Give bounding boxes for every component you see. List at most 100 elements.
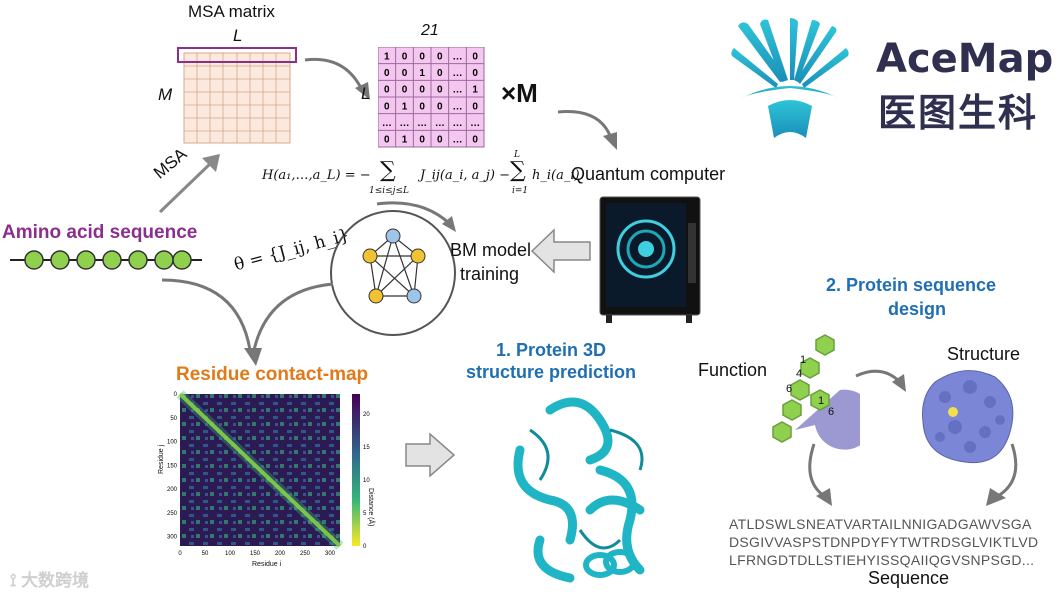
arrow-function-to-structure [852,362,912,398]
onehot-cell: … [453,118,463,129]
onehot-cell: 1 [402,101,408,112]
amino-acid-chain [10,248,205,272]
acemap-logo-icon [728,18,853,143]
arrow-to-contact-map [158,270,358,370]
bm-label-line2: training [460,264,519,285]
onehot-cell: 0 [384,135,390,146]
onehot-cell: … [453,68,463,79]
sequence-line-3: LFRNGDTDLLSTIEHYISSQAIIQGVSNPSGD... [729,551,1034,569]
onehot-cell: 1 [419,68,425,79]
onehot-cell: 0 [437,135,443,146]
amino-acid-label: Amino acid sequence [2,222,197,244]
onehot-cell: 0 [419,135,425,146]
contact-map-ytick: 150 [167,463,178,469]
onehot-cell: 0 [419,85,425,96]
onehot-cell: … [453,135,463,146]
onehot-cell: … [435,118,445,129]
onehot-cell: … [453,85,463,96]
onehot-cell: 1 [472,85,478,96]
contact-map-ytick: 50 [170,416,177,422]
contact-map-cbar-tick: 10 [363,478,370,484]
formula-term1: J_ij(a_i, a_j) − [420,168,510,183]
arrow-contact-to-structure [404,432,456,478]
onehot-cell: … [400,118,410,129]
contact-map-ylabel: Residue j [158,445,165,474]
task1-line1: 1. Protein 3D [496,340,606,361]
msa-matrix-title: MSA matrix [188,2,275,22]
function-num-4: 1 [818,395,824,407]
contact-map-ytick: 100 [167,440,178,446]
onehot-cell: 0 [437,101,443,112]
arrow-function-to-sequence [800,440,860,512]
onehot-dim-21: 21 [421,22,439,40]
sequence-line-2: DSGIVVASPSTDNPDYFYTWTRDSGLVIKTLVD [729,533,1038,551]
onehot-cell: … [417,118,427,129]
onehot-cell: 0 [402,85,408,96]
task2-line2: design [888,299,946,320]
contact-map-cbar-tick: 20 [363,412,370,418]
onehot-cell: … [453,101,463,112]
sequence-label: Sequence [868,568,949,589]
contact-map-cbar-tick: 0 [363,544,367,550]
formula-sum1-bottom: 1≤i≤j≤L [369,186,409,196]
contact-map-xtick: 200 [275,551,286,557]
contact-map-xtick: 0 [178,551,182,557]
onehot-cell: 0 [384,68,390,79]
function-num-2: 4 [796,368,802,380]
contact-map-cbar-tick: 15 [363,445,370,451]
contact-map-xtick: 300 [325,551,336,557]
onehot-cell: … [453,51,463,62]
msa-matrix-grid [170,45,305,145]
contact-map-xtick: 100 [225,551,236,557]
onehot-cell: 0 [419,51,425,62]
onehot-cell: 0 [472,51,478,62]
contact-map-ytick: 250 [167,511,178,517]
contact-map-xtick: 50 [202,551,209,557]
contact-map-xtick: 250 [300,551,311,557]
onehot-cell: 0 [402,51,408,62]
quantum-computer-image [596,193,711,328]
onehot-cell: 1 [384,51,390,62]
protein-3d-structure [490,390,670,590]
formula-sum2-top: L [514,150,520,160]
function-num-1: 1 [800,354,806,366]
onehot-cell: 0 [402,68,408,79]
arrow-to-quantum [555,100,625,155]
onehot-cell: 0 [472,135,478,146]
function-molecule [770,330,860,450]
onehot-cell: … [470,118,480,129]
watermark: ⟟ 大数跨境 [10,566,89,591]
onehot-row-label: L [361,84,370,104]
onehot-cell: 0 [437,51,443,62]
onehot-cell: 0 [384,85,390,96]
contact-map-colorbar-label: Distance (Å) [367,488,374,527]
onehot-cell: 0 [472,101,478,112]
contact-map-xtick: 150 [250,551,261,557]
bm-label-line1: BM model [450,240,531,261]
function-num-5: 6 [828,406,834,418]
onehot-cell: 0 [437,85,443,96]
brand-chinese: 医图生科 [878,82,1038,137]
arrow-structure-to-sequence [968,440,1028,512]
contact-map-xlabel: Residue i [252,561,281,568]
contact-map-ytick: 300 [167,535,178,541]
arrow-formula-to-bm [372,196,462,236]
quantum-computer-label: Quantum computer [571,164,725,185]
formula-lhs: H(a₁,…,a_L) = − [262,168,371,183]
times-M: ×M [501,78,538,109]
contact-map-ytick: 200 [167,487,178,493]
function-num-3: 6 [786,383,792,395]
onehot-cell: 0 [384,101,390,112]
sequence-line-1: ATLDSWLSNEATVARTAILNNIGADGAWVSGA [729,515,1032,533]
msa-dim-L: L [233,26,242,46]
onehot-cell: 0 [419,101,425,112]
task1-line2: structure prediction [466,362,636,383]
contact-map-title: Residue contact-map [176,364,368,386]
onehot-cell: 1 [402,135,408,146]
arrow-quantum-to-bm [530,228,592,274]
formula-sum2-bottom: i=1 [512,186,528,196]
task2-line1: 2. Protein sequence [826,275,996,296]
function-label: Function [698,360,767,381]
